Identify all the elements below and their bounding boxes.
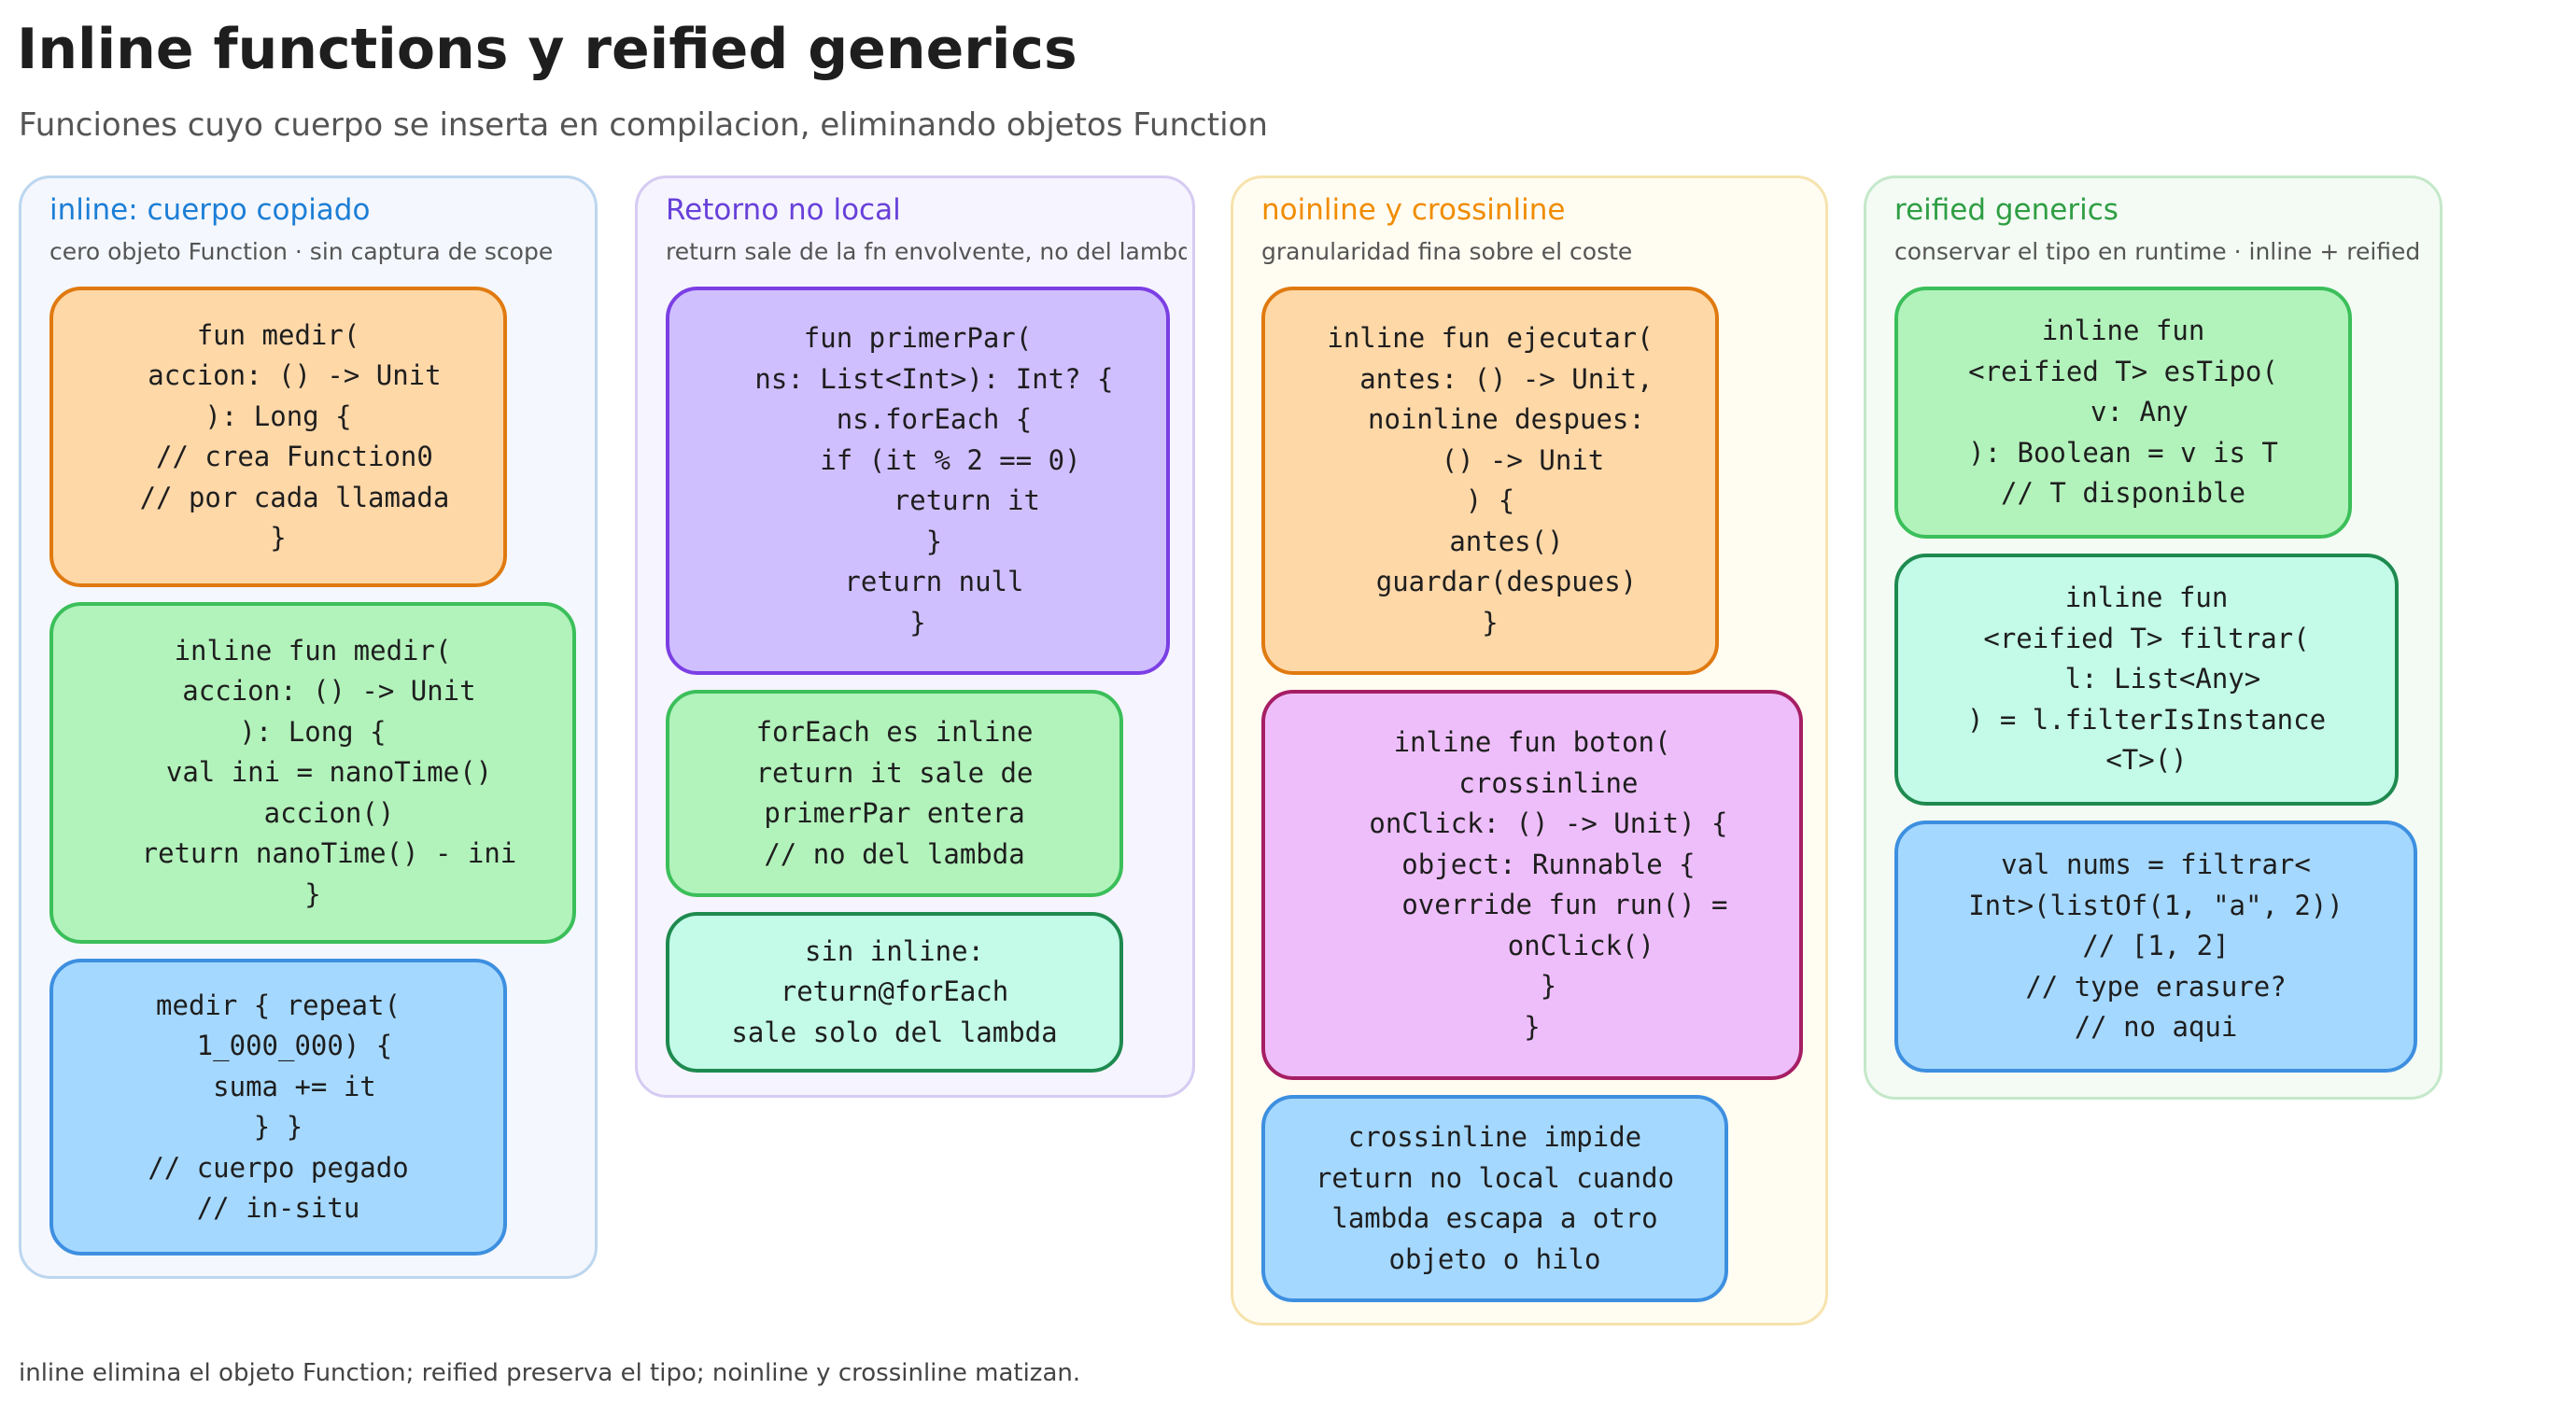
code-card-primer-par: fun primerPar( ns: List<Int>): Int? { ns…: [666, 287, 1170, 675]
footer-note: inline elimina el objeto Function; reifi…: [19, 1359, 1081, 1387]
code-card-es-tipo: inline fun <reified T> esTipo( v: Any ):…: [1894, 287, 2352, 539]
code-card-medir-inline: inline fun medir( accion: () -> Unit ): …: [49, 602, 576, 944]
code-card-filtrar: inline fun <reified T> filtrar( l: List<…: [1894, 554, 2399, 806]
code-text: crossinline impide return no local cuand…: [1315, 1121, 1675, 1275]
code-card-medir-sin-inline: fun medir( accion: () -> Unit ): Long { …: [49, 287, 507, 587]
column-subtitle: cero objeto Function · sin captura de sc…: [49, 238, 554, 265]
code-text: medir { repeat( 1_000_000) { suma += it …: [148, 989, 409, 1225]
code-text: val nums = filtrar< Int>(listOf(1, "a", …: [1968, 849, 2344, 1044]
column-noinline-crossinline: noinline y crossinline granularidad fina…: [1231, 175, 1828, 1326]
note-card-crossinline: crossinline impide return no local cuand…: [1261, 1095, 1728, 1302]
code-text: inline fun ejecutar( antes: () -> Unit, …: [1327, 322, 1654, 638]
column-reified-generics: reified generics conservar el tipo en ru…: [1864, 175, 2442, 1100]
code-card-medir-uso: medir { repeat( 1_000_000) { suma += it …: [49, 959, 507, 1256]
code-text: inline fun <reified T> filtrar( l: List<…: [1966, 582, 2327, 777]
code-text: inline fun medir( accion: () -> Unit ): …: [141, 634, 517, 910]
code-card-filtrar-uso: val nums = filtrar< Int>(listOf(1, "a", …: [1894, 821, 2417, 1073]
column-subtitle: return sale de la fn envolvente, no del …: [666, 238, 1187, 265]
code-text: fun medir( accion: () -> Unit ): Long { …: [139, 318, 450, 554]
column-retorno-no-local: Retorno no local return sale de la fn en…: [635, 175, 1195, 1098]
page-subtitle: Funciones cuyo cuerpo se inserta en comp…: [19, 106, 1268, 144]
column-subtitle: granularidad fina sobre el coste: [1261, 238, 1633, 265]
note-card-foreach-inline: forEach es inline return it sale de prim…: [666, 690, 1123, 897]
code-card-boton: inline fun boton( crossinline onClick: (…: [1261, 690, 1803, 1080]
code-text: inline fun boton( crossinline onClick: (…: [1369, 726, 1728, 1043]
code-text: inline fun <reified T> esTipo( v: Any ):…: [1968, 315, 2278, 510]
column-title: Retorno no local: [666, 193, 901, 227]
column-subtitle: conservar el tipo en runtime · inline + …: [1894, 238, 2421, 265]
column-title: inline: cuerpo copiado: [49, 193, 371, 227]
code-text: sin inline: return@forEach sale solo del…: [731, 934, 1058, 1048]
column-inline-cuerpo-copiado: inline: cuerpo copiado cero objeto Funct…: [19, 175, 598, 1279]
column-title: reified generics: [1894, 193, 2119, 227]
code-text: fun primerPar( ns: List<Int>): Int? { ns…: [754, 322, 1114, 638]
column-title: noinline y crossinline: [1261, 193, 1566, 227]
code-text: forEach es inline return it sale de prim…: [755, 716, 1034, 870]
code-card-ejecutar: inline fun ejecutar( antes: () -> Unit, …: [1261, 287, 1719, 675]
note-card-sin-inline: sin inline: return@forEach sale solo del…: [666, 912, 1123, 1073]
page-title: Inline functions y reified generics: [17, 17, 1077, 82]
